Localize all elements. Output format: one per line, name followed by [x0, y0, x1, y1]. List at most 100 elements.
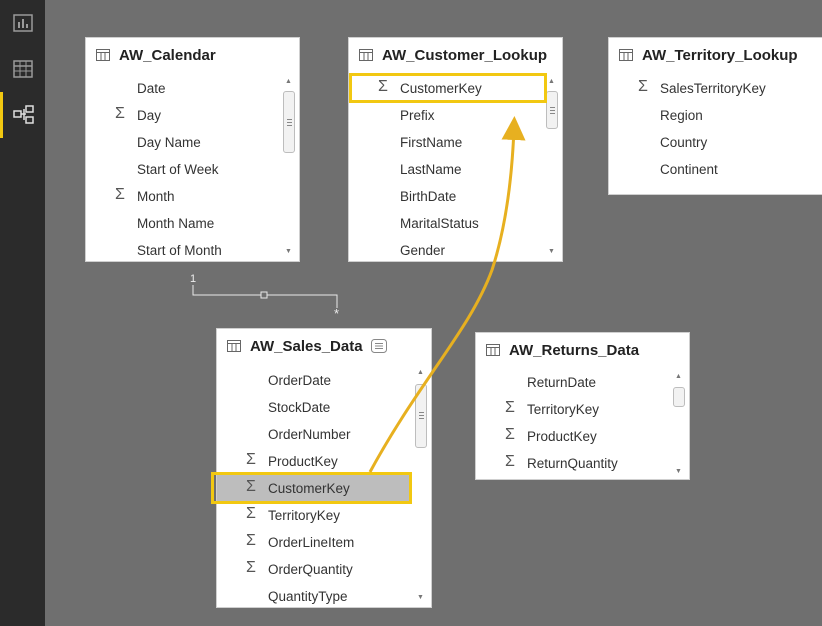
- field-label: TerritoryKey: [527, 402, 600, 417]
- left-navigation-rail: [0, 0, 45, 626]
- field-label: Date: [137, 81, 166, 96]
- table-title: AW_Territory_Lookup: [642, 46, 798, 64]
- scroll-up-icon[interactable]: ▲: [675, 373, 682, 380]
- field-label: OrderLineItem: [268, 535, 355, 550]
- scroll-thumb[interactable]: [673, 387, 685, 407]
- report-view-button[interactable]: [0, 0, 45, 46]
- table-title: AW_Calendar: [119, 46, 216, 64]
- field-row[interactable]: Day Name: [86, 129, 299, 156]
- field-label: Start of Month: [137, 243, 222, 258]
- field-label: ReturnDate: [527, 375, 597, 390]
- field-row[interactable]: Date: [86, 75, 299, 102]
- table-icon: [359, 49, 373, 61]
- field-row[interactable]: Σ OrderLineItem: [217, 529, 431, 556]
- field-row[interactable]: StockDate: [217, 394, 431, 421]
- scroll-up-icon[interactable]: ▲: [417, 369, 424, 376]
- scrollbar[interactable]: ▲ ▼: [671, 373, 687, 475]
- field-row[interactable]: Σ TerritoryKey: [476, 396, 689, 423]
- field-label: OrderNumber: [268, 427, 351, 442]
- relationships-view-button[interactable]: [0, 92, 45, 138]
- sigma-icon: Σ: [246, 478, 256, 495]
- field-row[interactable]: Month Name: [86, 210, 299, 237]
- field-row[interactable]: FirstName: [349, 129, 562, 156]
- field-row[interactable]: Country: [609, 129, 822, 156]
- table-header[interactable]: AW_Sales_Data: [217, 329, 431, 363]
- table-header[interactable]: AW_Returns_Data: [476, 333, 689, 367]
- data-view-button[interactable]: [0, 46, 45, 92]
- field-label: Month Name: [137, 216, 215, 231]
- field-row[interactable]: Continent: [609, 156, 822, 183]
- field-row[interactable]: Start of Month: [86, 237, 299, 261]
- sigma-icon: Σ: [378, 78, 388, 95]
- field-row[interactable]: OrderNumber: [217, 421, 431, 448]
- field-row[interactable]: Gender: [349, 237, 562, 261]
- sigma-icon: Σ: [246, 559, 256, 576]
- field-label: ReturnQuantity: [527, 456, 618, 471]
- scroll-down-icon[interactable]: ▼: [285, 248, 292, 255]
- table-icon: [486, 344, 500, 356]
- table-menu-icon[interactable]: [370, 339, 387, 353]
- field-row[interactable]: QuantityType: [217, 583, 431, 607]
- scroll-thumb[interactable]: [546, 91, 558, 129]
- field-row[interactable]: Start of Week: [86, 156, 299, 183]
- field-row[interactable]: BirthDate: [349, 183, 562, 210]
- scrollbar[interactable]: ▲ ▼: [413, 369, 429, 601]
- scrollbar[interactable]: ▲ ▼: [281, 78, 297, 255]
- field-label: FirstName: [400, 135, 463, 150]
- field-row[interactable]: OrderDate: [217, 367, 431, 394]
- sigma-icon: Σ: [638, 78, 648, 95]
- sigma-icon: Σ: [505, 399, 515, 416]
- relationship-midpoint-handle[interactable]: [260, 291, 268, 299]
- relationship-one-label: 1: [190, 273, 196, 285]
- field-label: BirthDate: [400, 189, 457, 204]
- table-header[interactable]: AW_Customer_Lookup: [349, 38, 562, 72]
- field-label: Gender: [400, 243, 446, 258]
- field-label: Start of Week: [137, 162, 219, 177]
- field-label: OrderDate: [268, 373, 332, 388]
- scroll-up-icon[interactable]: ▲: [548, 78, 555, 85]
- drag-relationship-arrow: [368, 116, 526, 473]
- table-title: AW_Sales_Data: [250, 337, 363, 355]
- scroll-down-icon[interactable]: ▼: [417, 594, 424, 601]
- field-label: Day Name: [137, 135, 201, 150]
- field-row[interactable]: Σ ReturnQuantity: [476, 450, 689, 477]
- table-icon: [619, 49, 633, 61]
- scroll-down-icon[interactable]: ▼: [548, 248, 555, 255]
- scroll-down-icon[interactable]: ▼: [675, 468, 682, 475]
- field-label: MaritalStatus: [400, 216, 479, 231]
- scroll-thumb[interactable]: [283, 91, 295, 153]
- relationships-view-icon: [13, 105, 34, 124]
- table-header[interactable]: AW_Territory_Lookup: [609, 38, 822, 72]
- field-row[interactable]: LastName: [349, 156, 562, 183]
- field-row[interactable]: Prefix: [349, 102, 562, 129]
- scrollbar[interactable]: ▲ ▼: [544, 78, 560, 255]
- field-row[interactable]: Region: [609, 102, 822, 129]
- sigma-icon: Σ: [505, 426, 515, 443]
- scroll-thumb[interactable]: [415, 384, 427, 448]
- field-row[interactable]: Σ CustomerKey: [217, 475, 431, 502]
- field-row[interactable]: MaritalStatus: [349, 210, 562, 237]
- table-header[interactable]: AW_Calendar: [86, 38, 299, 72]
- field-label: Month: [137, 189, 175, 204]
- scroll-up-icon[interactable]: ▲: [285, 78, 292, 85]
- sigma-icon: Σ: [505, 453, 515, 470]
- field-row[interactable]: ReturnDate: [476, 369, 689, 396]
- field-label: CustomerKey: [268, 481, 350, 496]
- sigma-icon: Σ: [246, 532, 256, 549]
